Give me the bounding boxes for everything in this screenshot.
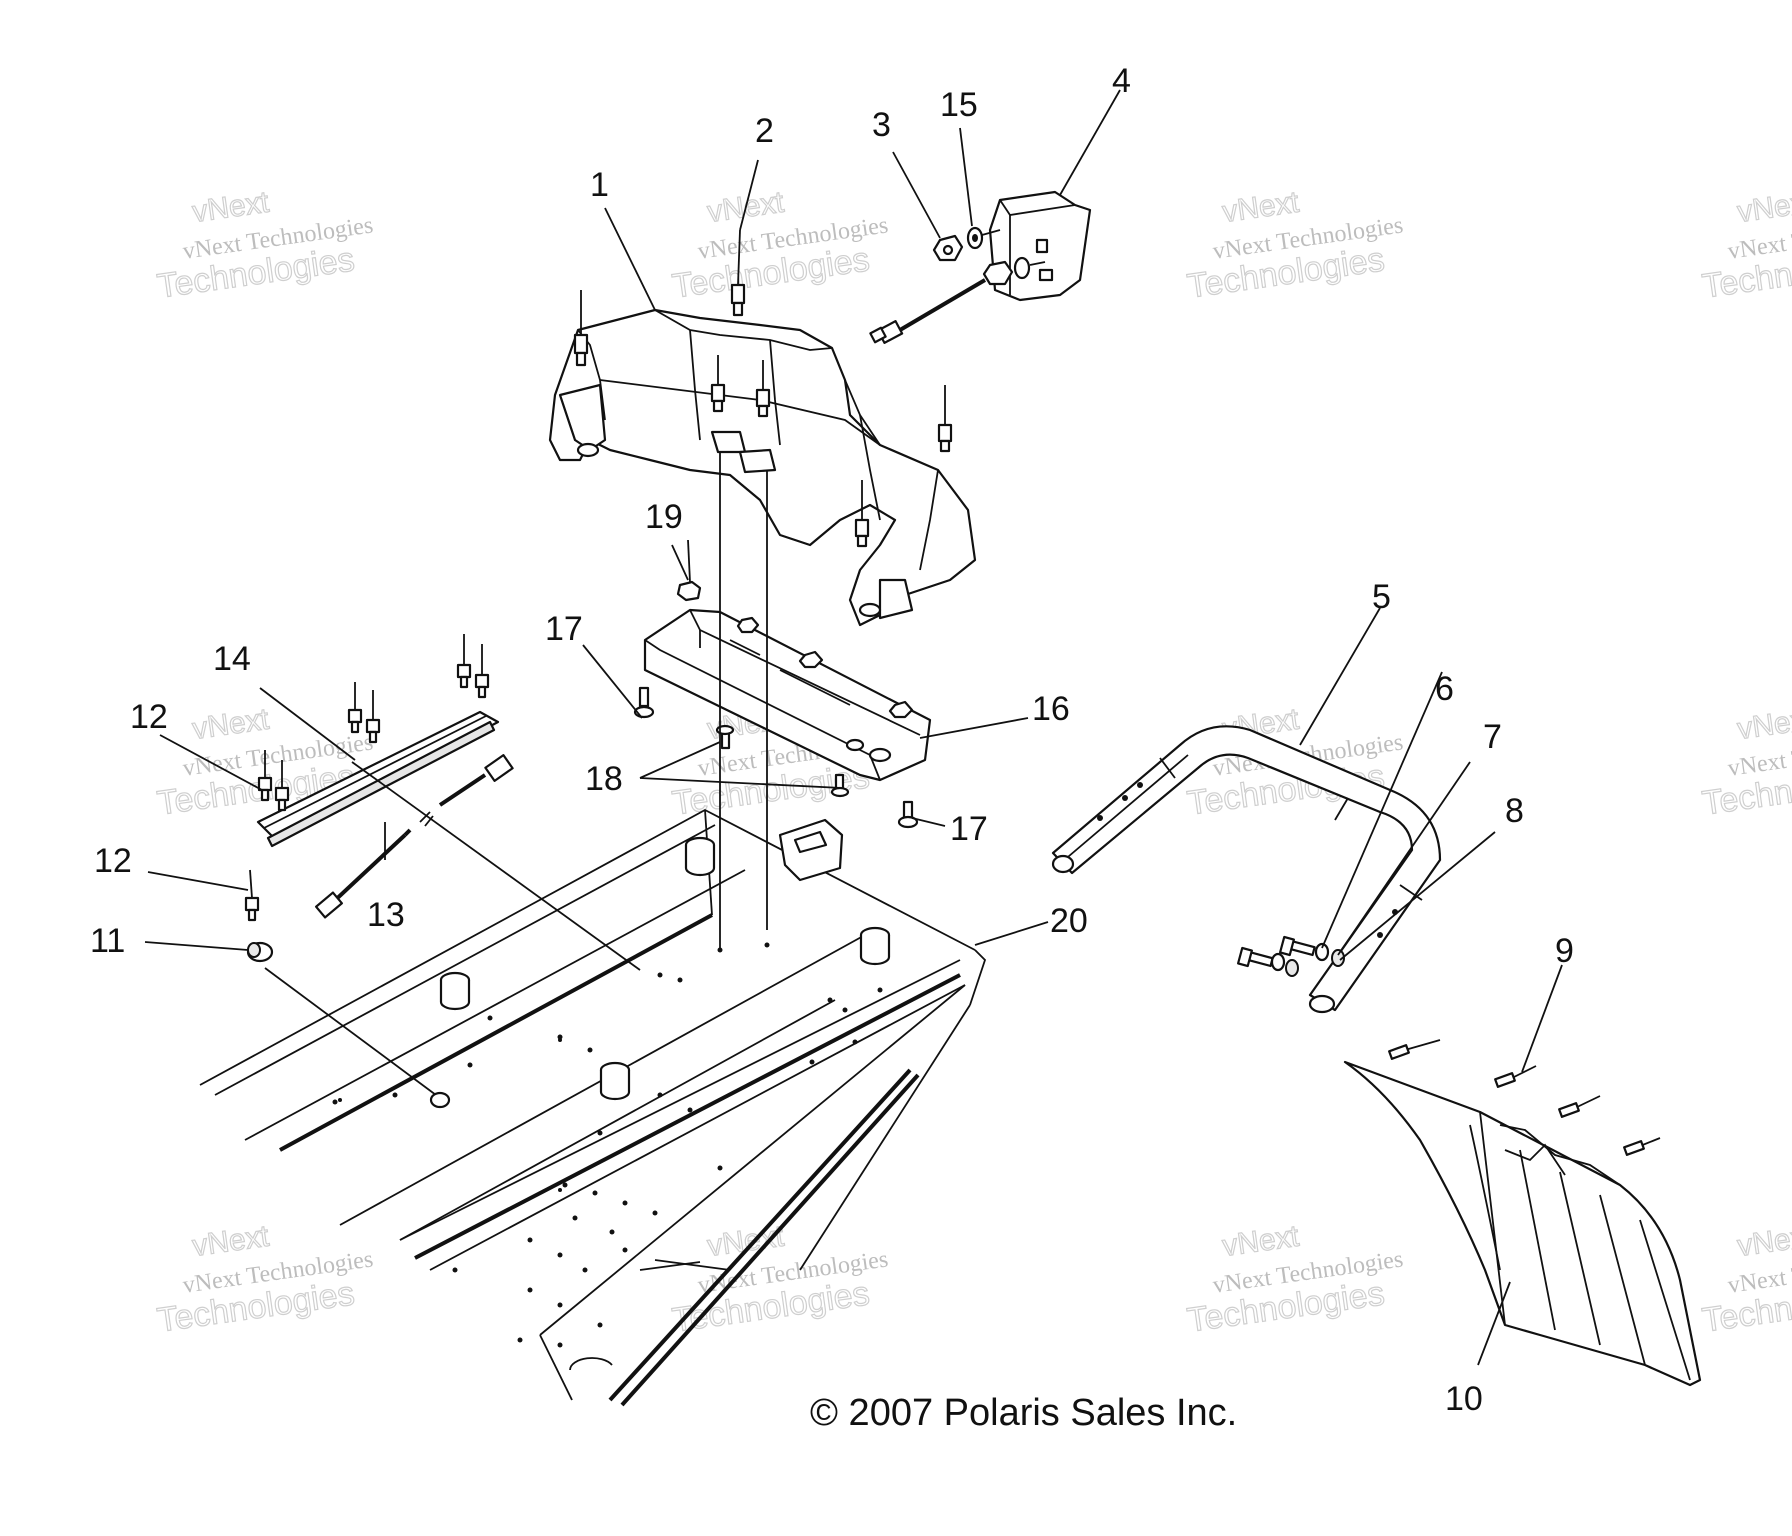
rivet-icon <box>257 750 273 802</box>
rivet-icon <box>755 360 771 418</box>
svg-text:vNext: vNext <box>1735 703 1792 746</box>
svg-text:vNext: vNext <box>190 186 271 229</box>
watermark: vNext vNext Technologies Technologies <box>669 185 889 306</box>
bar-holes <box>1097 782 1398 938</box>
svg-text:vNext: vNext <box>190 1220 271 1263</box>
svg-text:vNext: vNext <box>705 1220 786 1263</box>
callout-17b: 17 <box>950 810 988 848</box>
callout-20: 20 <box>1050 902 1088 940</box>
callout-15: 15 <box>940 86 978 124</box>
callout-1: 1 <box>590 166 609 204</box>
callout-14: 14 <box>213 640 251 678</box>
watermark: vNext vNext Technologies Technologies <box>1184 185 1404 306</box>
watermark: vNext vNext Technologies Technologies <box>154 1219 374 1340</box>
part-tunnel <box>199 808 987 1407</box>
screw-icon <box>715 724 735 750</box>
bolt-icon <box>1278 935 1316 957</box>
part-push-rivets <box>1388 1039 1661 1156</box>
watermark: vNext vNext Technologies Technologies <box>1699 1219 1792 1340</box>
rivets-trim <box>244 634 490 922</box>
bolt-icon <box>1236 946 1274 968</box>
svg-text:vNext: vNext <box>1735 1220 1792 1263</box>
rivet-icon <box>1623 1137 1661 1156</box>
callout-16: 16 <box>1032 690 1070 728</box>
part-channel-bracket <box>643 608 932 782</box>
rivet-icon <box>937 385 953 453</box>
rivet-icon <box>274 760 290 812</box>
watermark: vNext vNext Technologies Technologies <box>1699 185 1792 306</box>
svg-text:vNext: vNext <box>1220 1220 1301 1263</box>
rivet-icon <box>573 290 589 367</box>
callout-18: 18 <box>585 760 623 798</box>
rivet-icon <box>365 690 381 744</box>
rivet-icon <box>474 644 490 699</box>
rivets-cover <box>573 229 953 548</box>
rivet-icon <box>854 480 870 548</box>
watermark: vNext vNext Technologies Technologies <box>1184 1219 1404 1340</box>
rivet-icon <box>244 869 260 922</box>
watermark: vNext vNext Technologies Technologies <box>1699 702 1792 823</box>
part-nut <box>676 539 702 602</box>
callout-10: 10 <box>1445 1380 1483 1418</box>
boss <box>859 926 891 966</box>
part-harness-13 <box>314 754 514 919</box>
part-nut-washer <box>932 226 1046 286</box>
callout-6: 6 <box>1435 670 1454 708</box>
watermark: vNext vNext Technologies Technologies <box>669 1219 889 1340</box>
callout-13: 13 <box>367 896 405 934</box>
callout-2: 2 <box>755 112 774 150</box>
callout-4: 4 <box>1112 62 1131 100</box>
part-grab-bar <box>1051 725 1442 1014</box>
boss <box>439 971 471 1011</box>
rivet-icon <box>710 355 726 413</box>
rivet-icon <box>347 682 363 734</box>
rivet-icon <box>1388 1039 1441 1060</box>
copyright-notice: © 2007 Polaris Sales Inc. <box>810 1392 1237 1434</box>
callout-12b: 12 <box>94 842 132 880</box>
callout-7: 7 <box>1483 718 1502 756</box>
part-bolts-washers-nuts <box>1236 935 1345 977</box>
callout-8: 8 <box>1505 792 1524 830</box>
callout-3: 3 <box>872 106 891 144</box>
rivet-icon <box>456 634 472 689</box>
callout-9: 9 <box>1555 932 1574 970</box>
callout-5: 5 <box>1372 578 1391 616</box>
part-snow-flap <box>1343 1060 1702 1387</box>
svg-text:vNext: vNext <box>190 703 271 746</box>
rivet-icon <box>730 229 746 317</box>
rivet-icon <box>1494 1065 1537 1088</box>
svg-text:vNext: vNext <box>1735 186 1792 229</box>
svg-text:vNext: vNext <box>1220 186 1301 229</box>
callout-11: 11 <box>90 922 125 960</box>
callout-labels: 1 2 3 4 5 6 7 8 9 10 11 12 12 13 14 15 1… <box>90 62 1574 1418</box>
watermark: vNext vNext Technologies Technologies <box>154 185 374 306</box>
screw-icon <box>897 800 919 829</box>
rivet-icon <box>1558 1095 1601 1118</box>
part-grommet <box>246 941 441 1099</box>
boss <box>684 836 716 877</box>
boss <box>599 1061 631 1101</box>
callout-19: 19 <box>645 498 683 536</box>
part-rear-cover <box>548 308 977 627</box>
leader-lines <box>144 89 1563 1366</box>
callout-12a: 12 <box>130 698 168 736</box>
part-wire-harness <box>869 278 987 344</box>
tunnel-holes <box>332 942 883 1348</box>
callout-17a: 17 <box>545 610 583 648</box>
